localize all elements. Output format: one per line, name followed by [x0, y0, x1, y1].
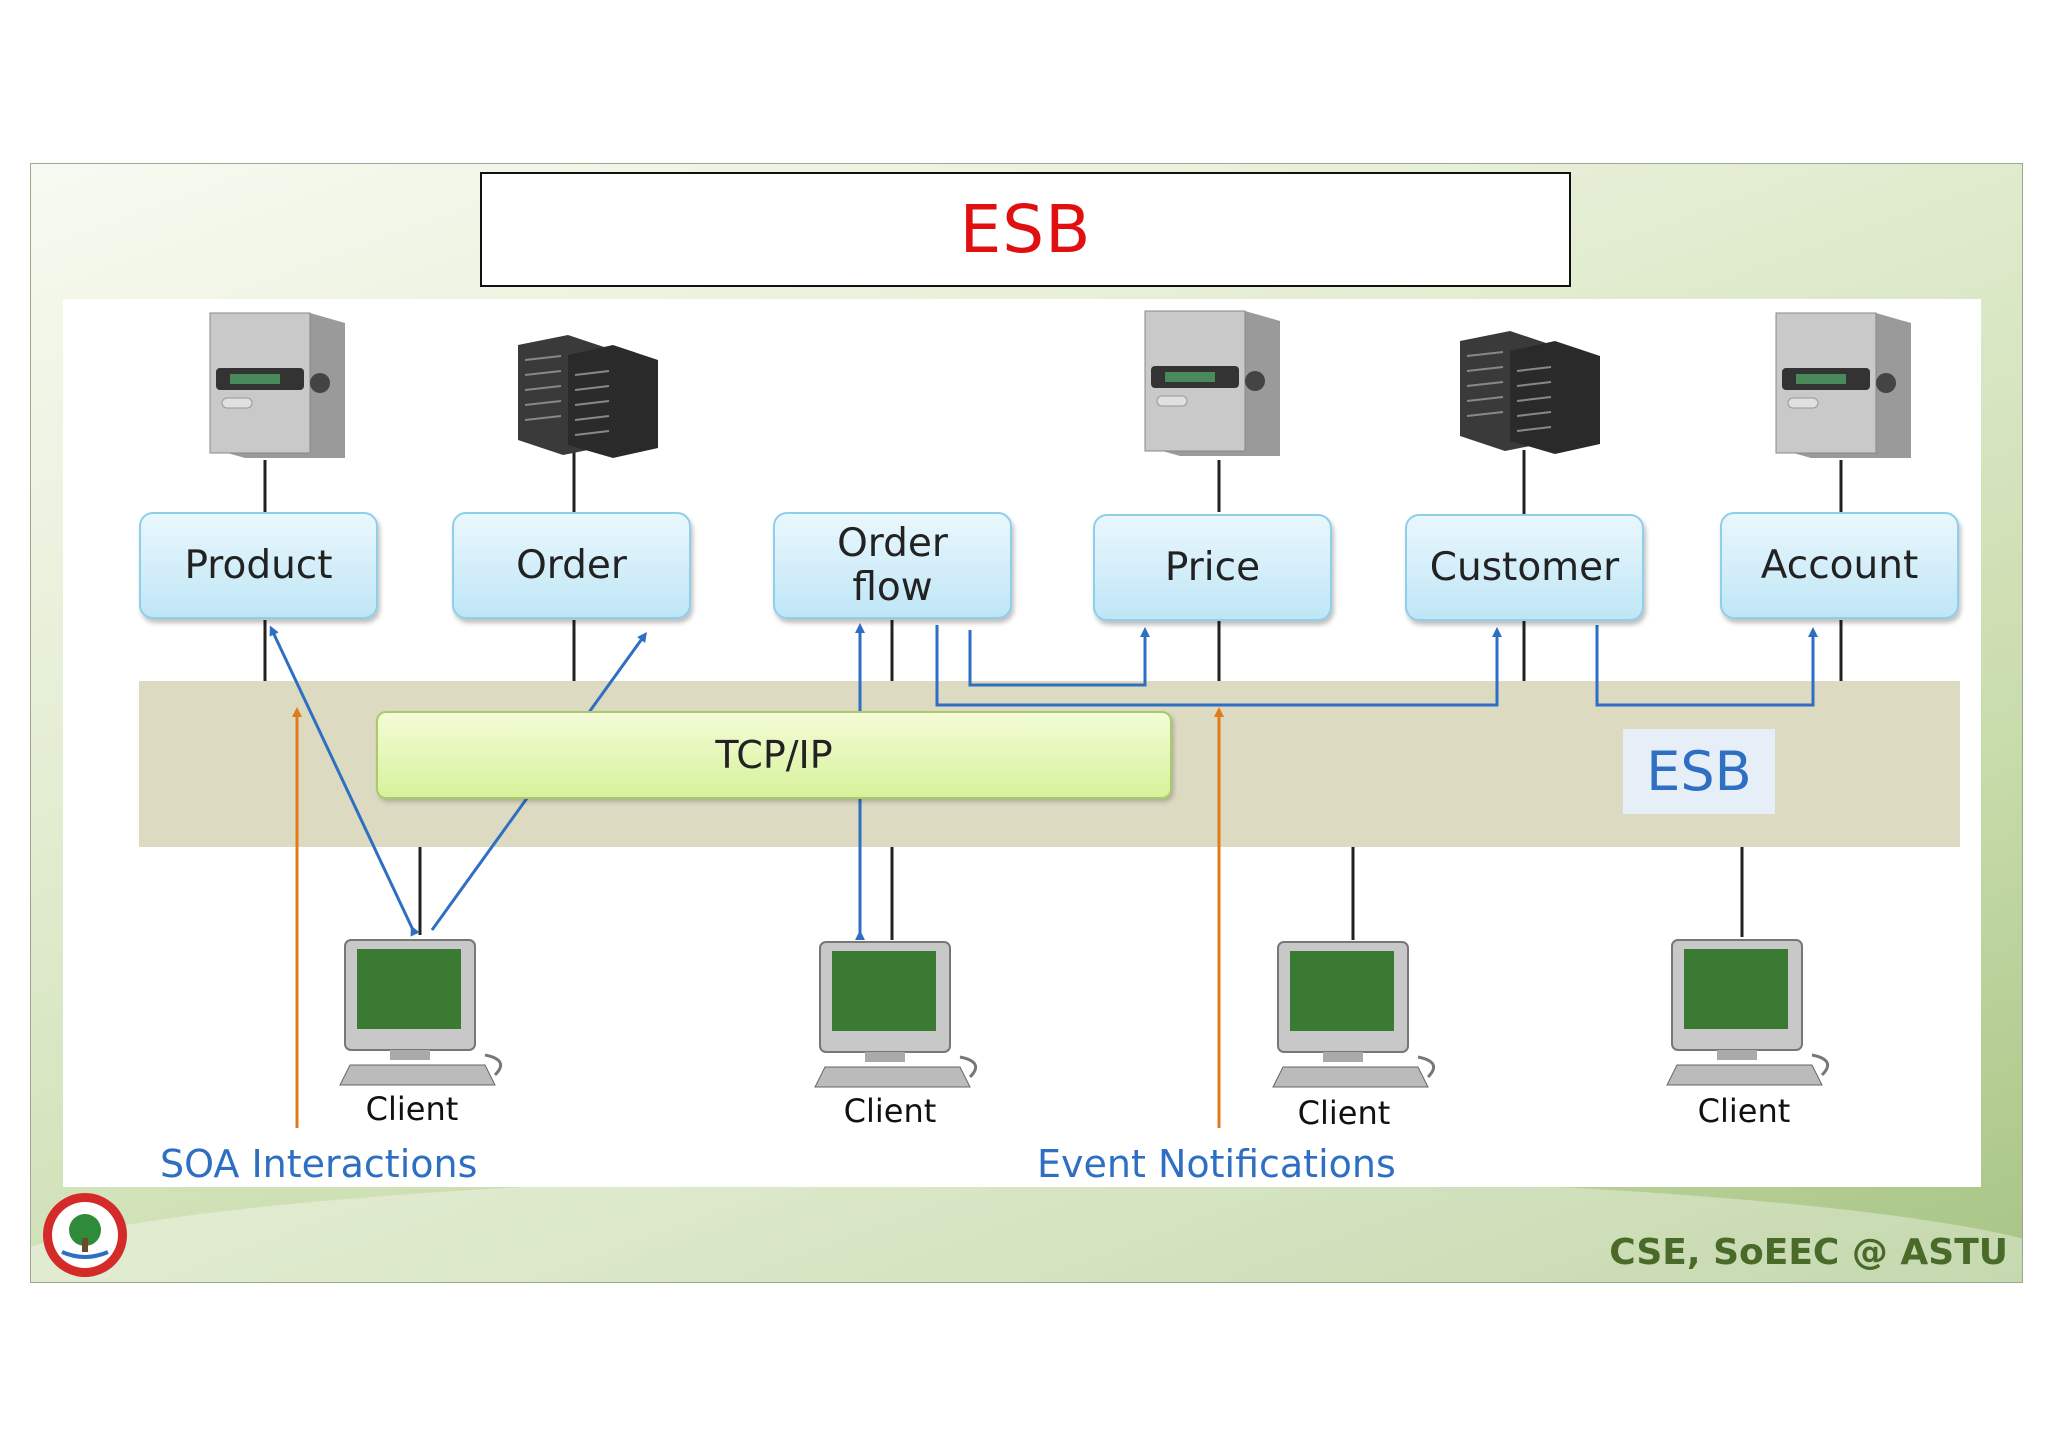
service-order-flow: Order flow [773, 512, 1012, 619]
service-price: Price [1093, 514, 1332, 621]
desktop-computer-icon [1272, 941, 1436, 1088]
client-label: Client [1697, 1092, 1791, 1130]
page-title: ESB [959, 191, 1092, 268]
university-logo-icon [43, 1193, 127, 1277]
service-label: Order [516, 542, 627, 588]
esb-label: ESB [1623, 729, 1775, 814]
service-label: Customer [1429, 544, 1620, 590]
service-account: Account [1720, 512, 1959, 619]
rack-server-icon [1460, 331, 1600, 454]
service-label: Price [1164, 544, 1261, 590]
tower-server-icon [1144, 310, 1280, 456]
desktop-computer-icon [814, 941, 978, 1088]
service-product: Product [139, 512, 378, 619]
tower-server-icon [1775, 312, 1911, 458]
tcp-ip-layer: TCP/IP [376, 711, 1172, 799]
footer-credit: CSE, SoEEC @ ASTU [1609, 1232, 2008, 1273]
service-order: Order [452, 512, 691, 619]
event-notifications-label: Event Notifications [1037, 1142, 1396, 1186]
title-box: ESB [480, 172, 1571, 287]
client-label: Client [1297, 1094, 1391, 1132]
soa-interactions-label: SOA Interactions [160, 1142, 478, 1186]
rack-server-icon [518, 335, 658, 458]
service-label: Product [184, 542, 333, 588]
desktop-computer-icon [339, 939, 503, 1086]
tower-server-icon [209, 312, 345, 458]
service-label: Account [1760, 542, 1919, 588]
desktop-computer-icon [1666, 939, 1830, 1086]
service-customer: Customer [1405, 514, 1644, 621]
client-label: Client [365, 1090, 459, 1128]
service-label: Order flow [837, 520, 948, 610]
client-label: Client [843, 1092, 937, 1130]
